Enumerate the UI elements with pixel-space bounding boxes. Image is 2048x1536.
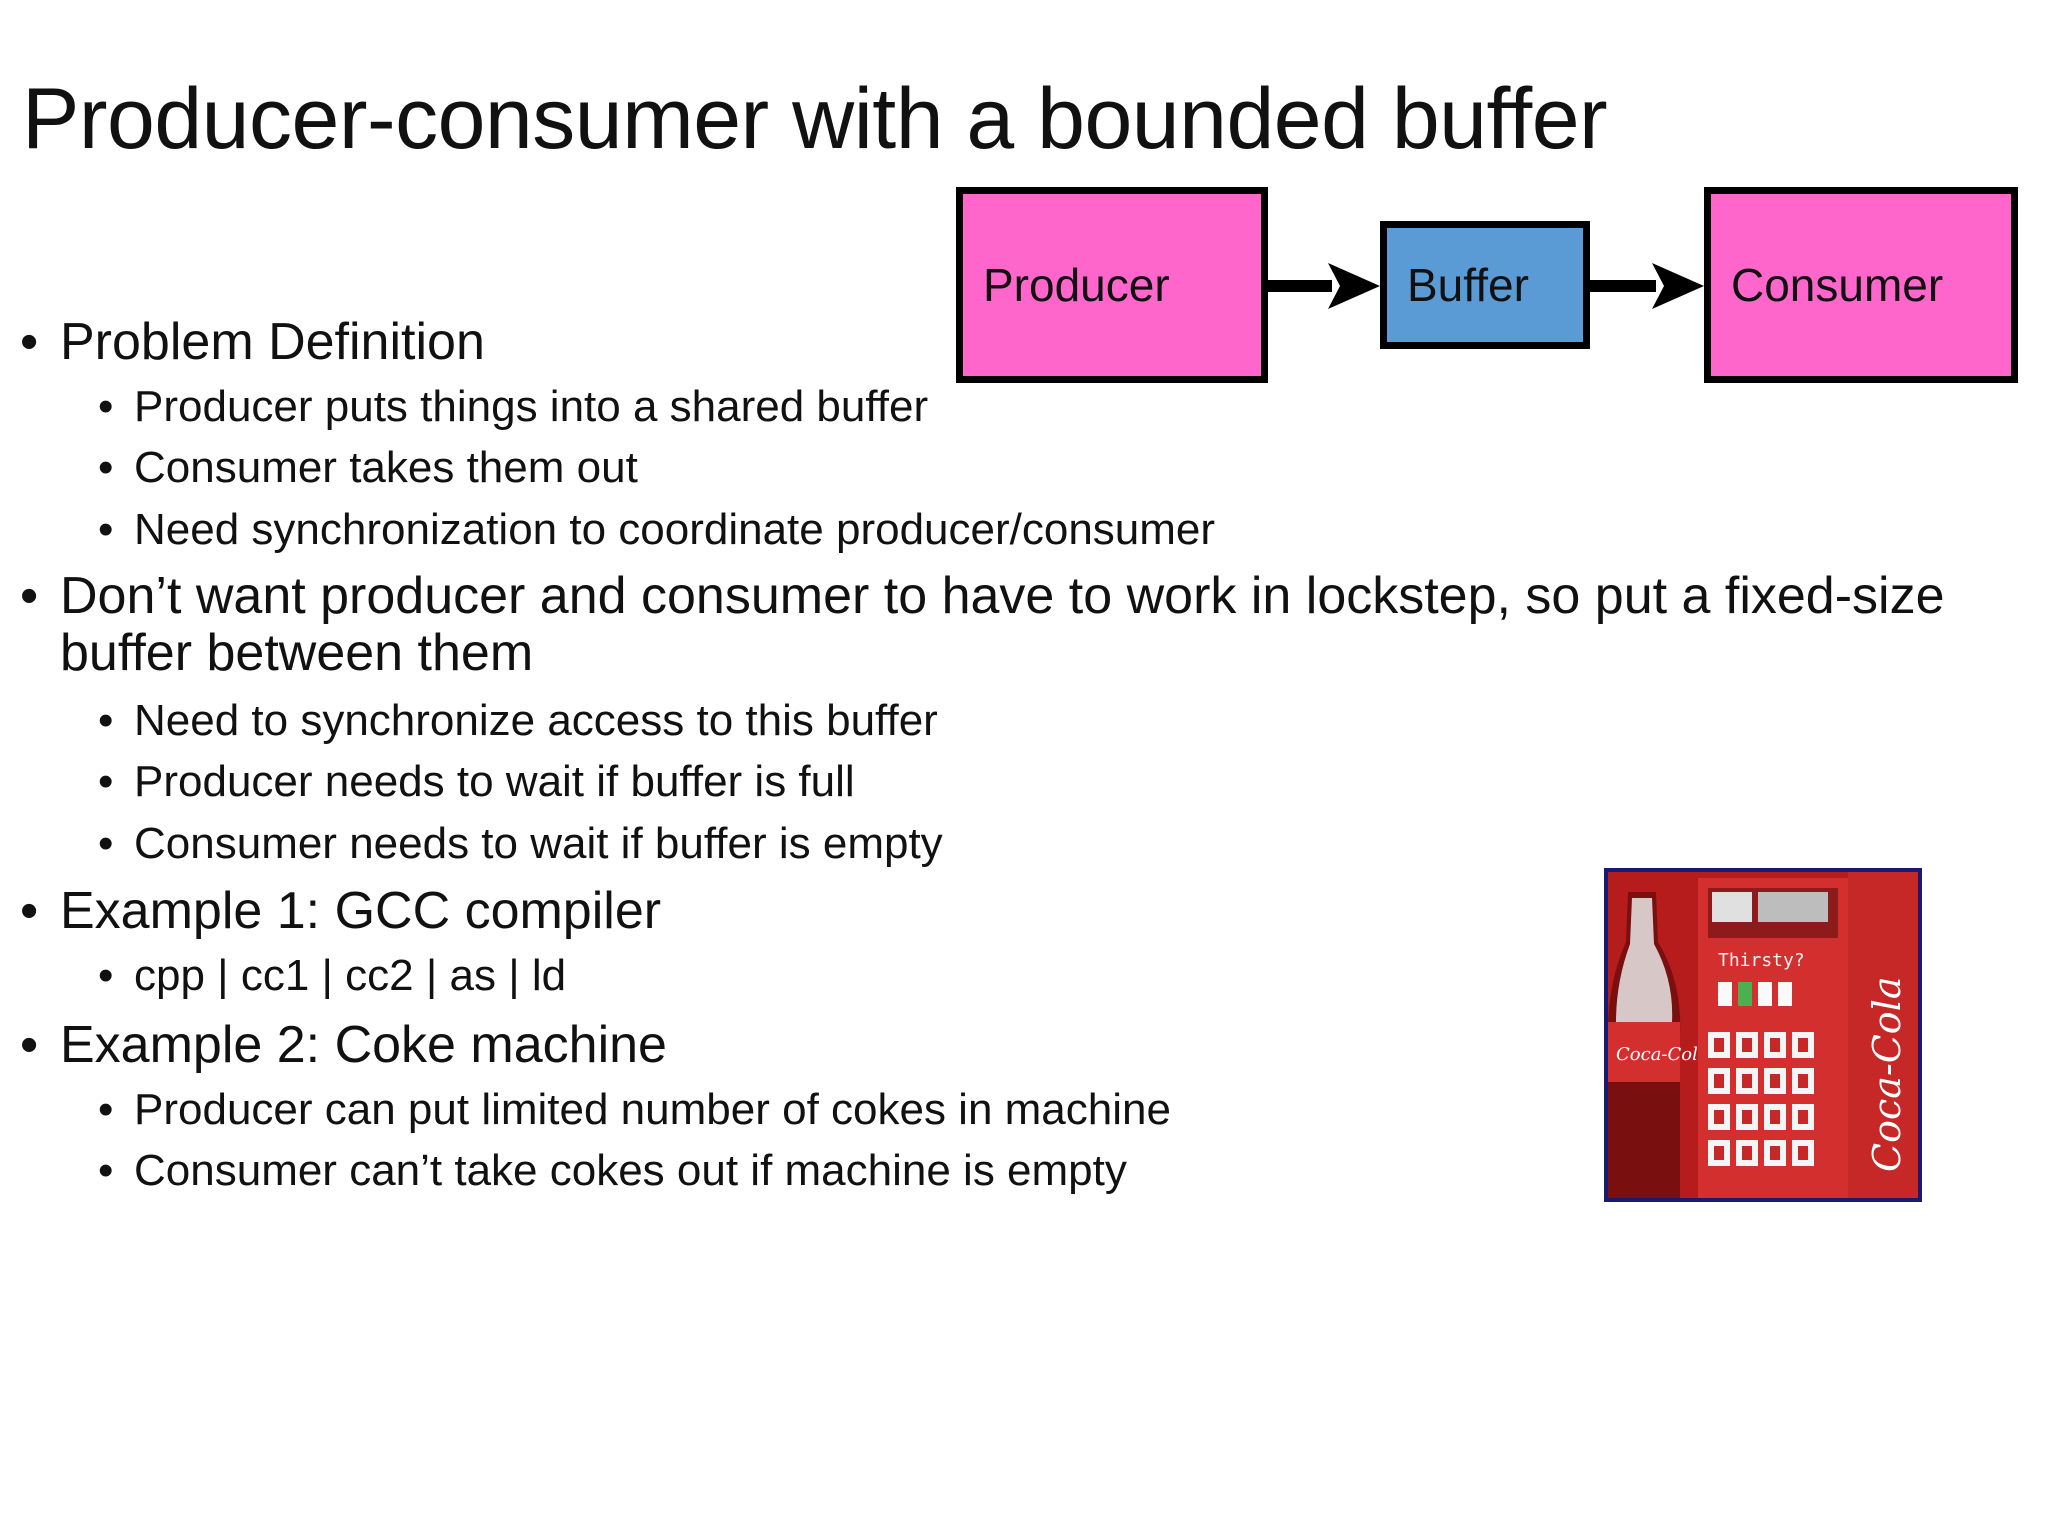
bullet-dot: • (98, 382, 114, 431)
sub-bullet: • Producer puts things into a shared buff… (98, 382, 928, 432)
bullet-example-2: • Example 2: Coke machine (20, 1015, 667, 1075)
bullet-text: Don’t want producer and consumer to have… (60, 567, 1945, 683)
sub-bullet: • Producer needs to wait if buffer is ful… (98, 757, 855, 807)
bullet-dot: • (98, 757, 114, 806)
bullet-dot: • (98, 1146, 114, 1195)
sub-bullet: • Consumer can’t take cokes out if machin… (98, 1146, 1127, 1196)
arrow-buffer-to-consumer (1590, 263, 1704, 309)
bullet-dot: • (98, 1085, 114, 1134)
coke-machine-illustration: Coca-Cola Thirsty? (1608, 872, 1918, 1198)
bullet-text: Consumer needs to wait if buffer is empt… (134, 819, 943, 868)
slide-title: Producer-consumer with a bounded buffer (22, 71, 1608, 167)
bullet-text: Producer puts things into a shared buffe… (134, 382, 929, 431)
bottle-logo-text: Coca-Cola (1616, 1044, 1709, 1065)
bullet-text: Need synchronization to coordinate produ… (134, 505, 1216, 554)
bullet-dot: • (20, 1016, 39, 1074)
sub-bullet: • Consumer needs to wait if buffer is emp… (98, 819, 943, 869)
sub-bullet: • cpp | cc1 | cc2 | as | ld (98, 951, 566, 1001)
sub-bullet: • Consumer takes them out (98, 443, 638, 493)
bullet-example-1: • Example 1: GCC compiler (20, 881, 661, 941)
bullet-dot: • (98, 505, 114, 554)
bullet-dot: • (20, 567, 39, 625)
sub-bullet: • Need to synchronize access to this buff… (98, 696, 938, 746)
bullet-text: Problem Definition (60, 313, 485, 371)
bullet-dot: • (98, 951, 114, 1000)
side-logo-text: Coca-Cola (1865, 977, 1909, 1173)
bullet-dot: • (98, 696, 114, 745)
bullet-text: Example 2: Coke machine (60, 1016, 667, 1074)
consumer-label: Consumer (1731, 259, 1944, 311)
producer-label: Producer (983, 259, 1170, 311)
sub-bullet: • Producer can put limited number of coke… (98, 1085, 1171, 1135)
coke-machine-image: Coca-Cola Thirsty? (1604, 868, 1922, 1202)
bullet-lockstep: • Don’t want producer and consumer to hav… (20, 567, 1980, 683)
bullet-text: Need to synchronize access to this buffe… (134, 696, 938, 745)
buffer-label: Buffer (1407, 259, 1529, 311)
thirsty-sign: Thirsty? (1718, 950, 1805, 971)
bullet-text: Example 1: GCC compiler (60, 882, 662, 940)
buffer-box: Buffer (1380, 221, 1590, 349)
bullet-text: Producer needs to wait if buffer is full (134, 757, 855, 806)
bullet-text: cpp | cc1 | cc2 | as | ld (134, 951, 567, 1000)
bullet-dot: • (20, 882, 39, 940)
bullet-dot: • (98, 443, 114, 492)
arrow-producer-to-buffer (1268, 263, 1380, 309)
bullet-text: Consumer can’t take cokes out if machine… (134, 1146, 1127, 1195)
bullet-dot: • (20, 313, 39, 371)
producer-box: Producer (956, 187, 1268, 383)
bullet-text: Consumer takes them out (134, 443, 638, 492)
bullet-problem-definition: • Problem Definition (20, 312, 485, 372)
bullet-text: Producer can put limited number of cokes… (134, 1085, 1171, 1134)
sub-bullet: • Need synchronization to coordinate prod… (98, 505, 1215, 555)
consumer-box: Consumer (1704, 187, 2018, 383)
bullet-dot: • (98, 819, 114, 868)
producer-buffer-consumer-diagram: Producer Buffer Consumer (952, 183, 2020, 383)
